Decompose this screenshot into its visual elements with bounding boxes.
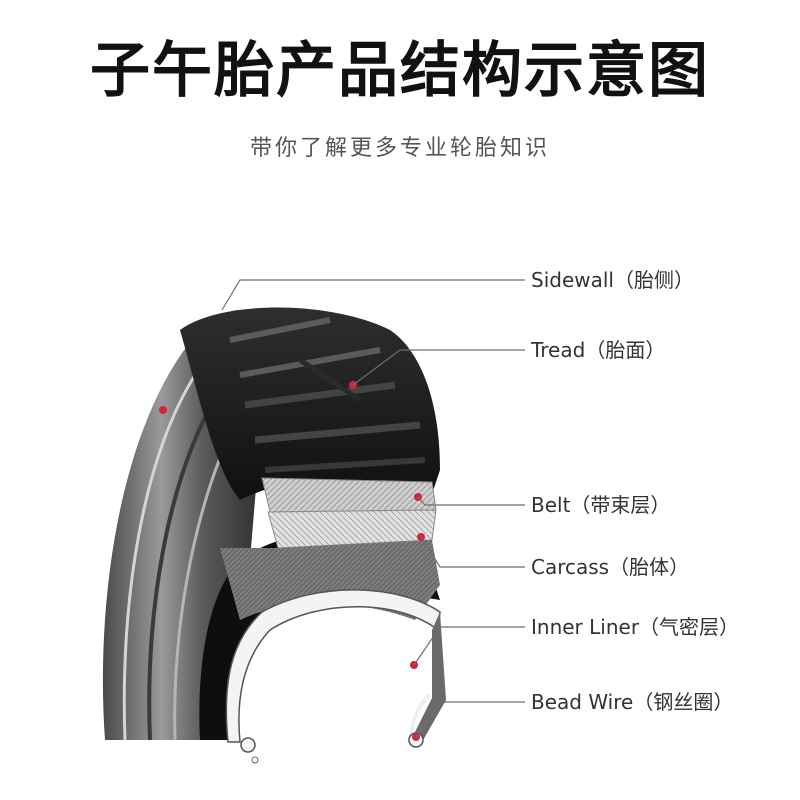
leader-sidewall: [221, 279, 525, 311]
label-bead-wire: Bead Wire（钢丝圈）: [531, 690, 733, 714]
label-inner-liner: Inner Liner（气密层）: [531, 615, 739, 639]
leader-inner-liner: [413, 626, 525, 666]
marker-sidewall: [159, 406, 167, 414]
bead-wire-left: [240, 737, 256, 753]
leader-tread: [352, 349, 525, 386]
tire-illustration: [102, 307, 446, 764]
page-subtitle: 带你了解更多专业轮胎知识: [249, 136, 550, 161]
leader-lines: [221, 279, 525, 738]
label-carcass: Carcass（胎体）: [531, 555, 689, 579]
callout-labels: Sidewall（胎侧） Tread（胎面） Belt（带束层） Carcass…: [530, 268, 739, 714]
page-title: 子午胎产品结构示意图: [90, 36, 710, 106]
label-tread: Tread（胎面）: [530, 338, 665, 362]
tire-belt-layer: [261, 477, 437, 513]
leader-belt: [417, 496, 525, 506]
leader-carcass: [420, 536, 525, 568]
tire-tread-shape: [180, 307, 440, 500]
label-belt: Belt（带束层）: [531, 493, 670, 517]
leader-bead-wire: [415, 701, 525, 738]
label-sidewall: Sidewall（胎侧）: [531, 268, 694, 292]
